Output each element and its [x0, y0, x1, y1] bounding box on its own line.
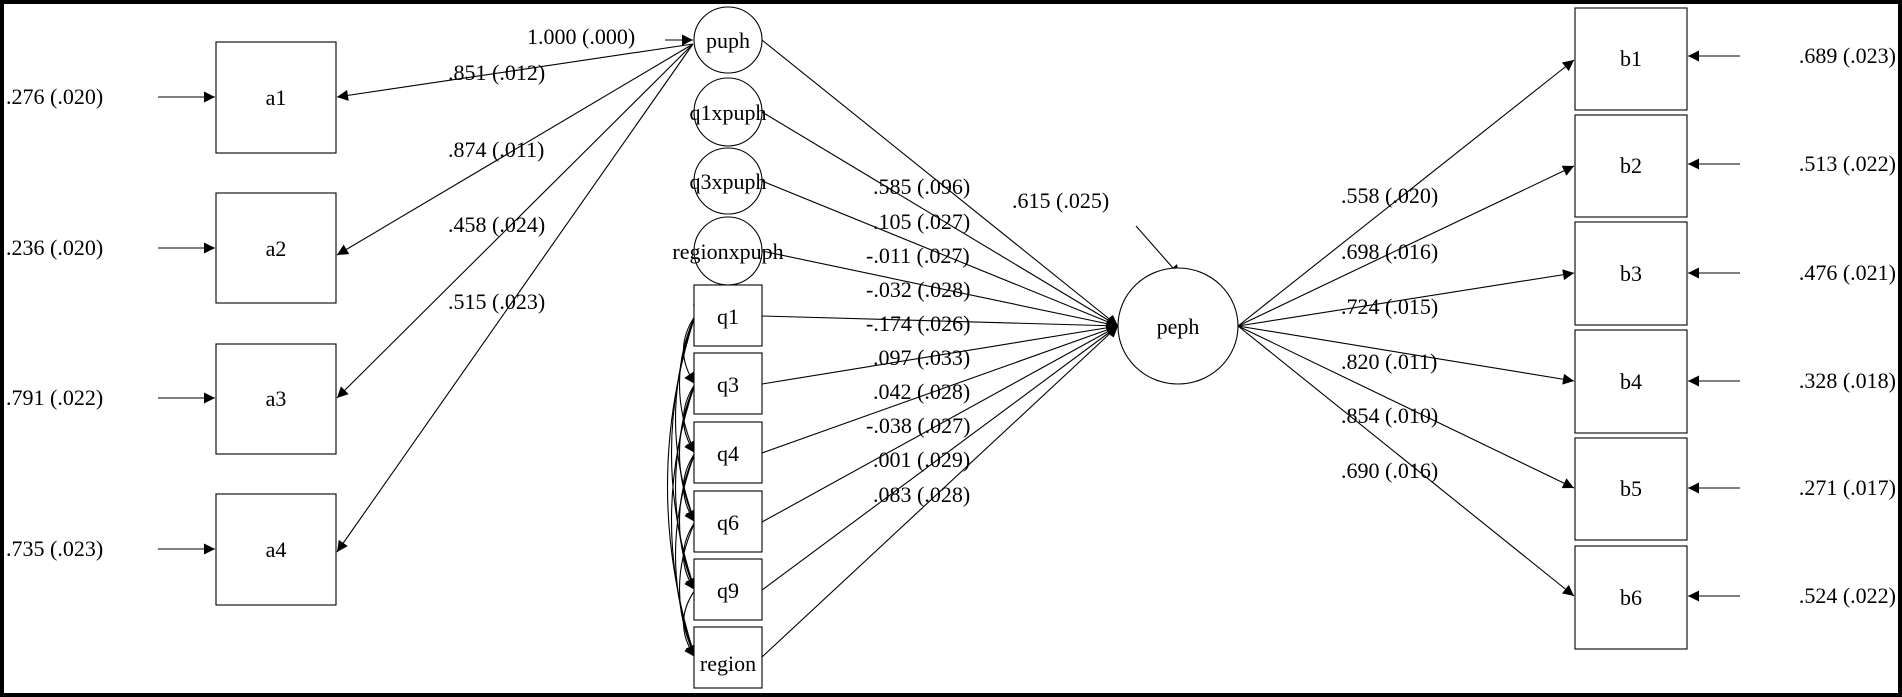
a1-loading-label: .851 (.012)	[448, 60, 545, 85]
edge-peph-b3	[1237, 269, 1575, 327]
node-q1-label: q1	[717, 304, 739, 329]
nodes: a1 a2 a3 a4 puph q1xpuph q3xpuph regionx…	[215, 6, 1688, 689]
node-q1xpuph-label: q1xpuph	[690, 100, 767, 125]
b2-loading-label: .698 (.016)	[1341, 239, 1438, 264]
a2-loading-label: .874 (.011)	[448, 137, 544, 162]
a4-residual-label: .735 (.023)	[6, 536, 103, 561]
path-q3-label: .097 (.033)	[873, 345, 970, 370]
edge-q3xpuph-peph	[761, 180, 1119, 327]
node-regionxpuph-label: regionxpuph	[672, 239, 783, 264]
path-puph-label: .585 (.096)	[873, 174, 970, 199]
path-q9-label: .001 (.029)	[873, 447, 970, 472]
a2-residual-label: .236 (.020)	[6, 235, 103, 260]
edges	[158, 34, 1740, 658]
edge-peph-b2	[1237, 165, 1575, 327]
b3-residual-label: .476 (.021)	[1799, 260, 1896, 285]
node-b1-label: b1	[1620, 46, 1642, 71]
edge-puph-a1	[336, 43, 694, 101]
node-a3	[215, 343, 337, 455]
node-q3	[693, 352, 763, 415]
node-peph	[1117, 267, 1239, 385]
a1-residual-label: .276 (.020)	[6, 84, 103, 109]
edge-q1xpuph-peph	[761, 111, 1119, 327]
cov-arc	[683, 577, 706, 658]
node-b6-label: b6	[1620, 585, 1642, 610]
node-q4-label: q4	[717, 441, 739, 466]
node-q9	[693, 558, 763, 621]
edge-q6-peph	[761, 325, 1119, 523]
node-b5-label: b5	[1620, 476, 1642, 501]
edge-puph-a2	[336, 43, 694, 256]
a3-loading-label: .458 (.024)	[448, 212, 545, 237]
node-peph-label: peph	[1157, 314, 1200, 339]
edge-puph-a4	[336, 43, 694, 553]
node-q6-label: q6	[717, 510, 739, 535]
node-a3-label: a3	[266, 386, 287, 411]
edge-peph-b4	[1237, 325, 1575, 385]
node-q3-label: q3	[717, 372, 739, 397]
node-b5	[1574, 437, 1688, 541]
edge-puph-peph	[761, 39, 1119, 327]
edge-q4-peph	[761, 324, 1119, 454]
edge-regionxpuph-peph	[761, 250, 1119, 330]
node-a1-label: a1	[266, 85, 287, 110]
node-b4-label: b4	[1620, 369, 1642, 394]
node-q1xpuph	[693, 77, 763, 147]
b4-residual-label: .328 (.018)	[1799, 368, 1896, 393]
edge-puph-a3	[336, 43, 694, 399]
edge-region-peph	[761, 325, 1119, 658]
puph-fixed-loading-label: 1.000 (.000)	[527, 24, 635, 49]
node-q3xpuph	[693, 147, 763, 215]
path-regionxpuph-label: -.032 (.028)	[866, 277, 970, 302]
a3-residual-label: .791 (.022)	[6, 385, 103, 410]
node-a4	[215, 493, 337, 606]
coefficient-labels: .276 (.020) .236 (.020) .791 (.022) .735…	[6, 24, 1896, 608]
edge-q9-peph	[761, 325, 1119, 591]
node-b3	[1574, 221, 1688, 326]
b2-residual-label: .513 (.022)	[1799, 151, 1896, 176]
node-region	[693, 626, 763, 689]
b3-loading-label: .724 (.015)	[1341, 294, 1438, 319]
node-q9-label: q9	[717, 578, 739, 603]
path-q6-label: -.038 (.027)	[866, 413, 970, 438]
node-q1	[693, 284, 763, 347]
node-a2-label: a2	[266, 236, 287, 261]
node-b3-label: b3	[1620, 261, 1642, 286]
node-a1	[215, 41, 337, 154]
b1-residual-label: .689 (.023)	[1799, 43, 1896, 68]
edge-peph-b1	[1237, 59, 1575, 327]
path-q3xpuph-label: -.011 (.027)	[866, 243, 970, 268]
node-a2	[215, 192, 337, 304]
path-q4-label: .042 (.028)	[873, 379, 970, 404]
node-b2	[1574, 114, 1688, 218]
edge-q1-peph	[761, 315, 1119, 332]
node-q4	[693, 421, 763, 484]
path-q1xpuph-label: .105 (.027)	[873, 209, 970, 234]
node-b2-label: b2	[1620, 153, 1642, 178]
node-b4	[1574, 329, 1688, 434]
node-q3xpuph-label: q3xpuph	[690, 169, 767, 194]
path-region-label: .083 (.028)	[873, 482, 970, 507]
node-a4-label: a4	[266, 537, 287, 562]
edge-peph-b6	[1237, 325, 1575, 597]
b4-loading-label: .820 (.011)	[1341, 349, 1437, 374]
b1-loading-label: .558 (.020)	[1341, 183, 1438, 208]
node-b6	[1574, 545, 1688, 650]
b5-loading-label: .854 (.010)	[1341, 403, 1438, 428]
node-puph-label: puph	[706, 28, 750, 53]
path-q1-label: -.174 (.026)	[866, 311, 970, 336]
node-region-label: region	[700, 651, 756, 676]
edge-q3-peph	[761, 322, 1119, 385]
node-b1	[1574, 7, 1688, 111]
edge-peph-b5	[1237, 325, 1575, 489]
covariance-arcs	[667, 303, 706, 658]
a4-loading-label: .515 (.023)	[448, 289, 545, 314]
node-puph	[693, 6, 763, 74]
b6-loading-label: .690 (.016)	[1341, 458, 1438, 483]
b5-residual-label: .271 (.017)	[1799, 475, 1896, 500]
peph-residual-label: .615 (.025)	[1012, 188, 1109, 213]
b6-residual-label: .524 (.022)	[1799, 583, 1896, 608]
node-q6	[693, 490, 763, 553]
